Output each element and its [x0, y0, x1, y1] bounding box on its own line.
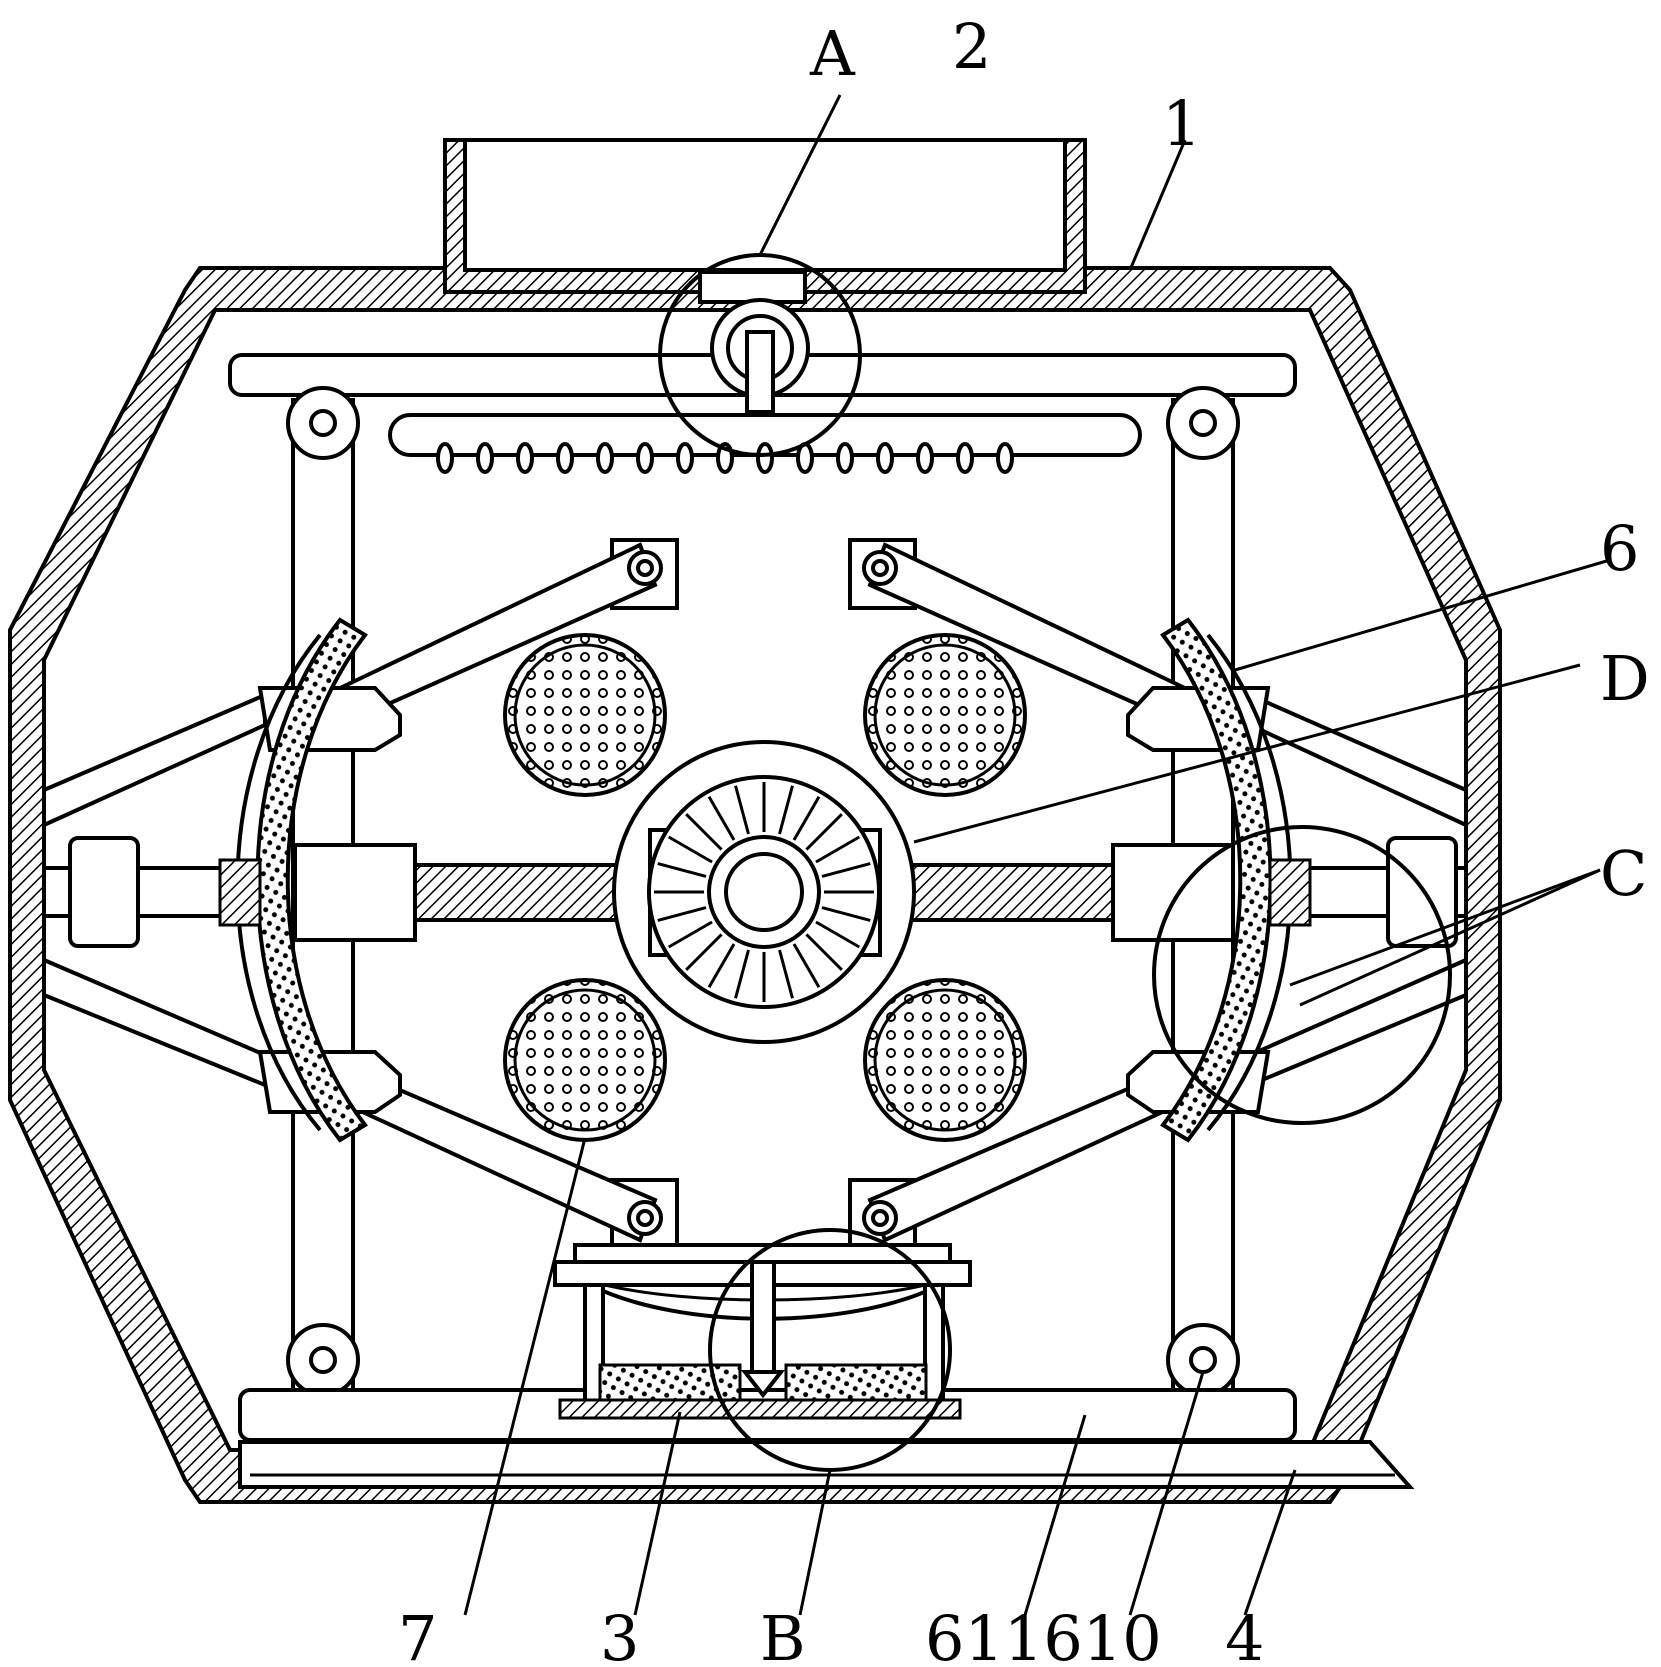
spray-nozzle — [956, 442, 974, 474]
feed-hopper — [443, 138, 1087, 294]
spray-nozzle — [556, 442, 574, 474]
mesh-discs — [503, 633, 1027, 1142]
rotor-spoke — [815, 835, 861, 864]
bottom-assembly — [553, 1228, 972, 1472]
rotor-spoke — [657, 862, 707, 878]
label-d: D — [1600, 642, 1650, 715]
spray-nozzle — [476, 442, 494, 474]
rotor-spoke — [805, 933, 843, 971]
label-4: 4 — [1225, 1602, 1264, 1667]
rotor-spoke — [792, 795, 821, 841]
spray-nozzle — [876, 442, 894, 474]
rotor-spoke — [815, 920, 861, 949]
rotor-spoke — [778, 949, 794, 999]
rotor-spoke — [821, 862, 871, 878]
central-rotor — [612, 740, 916, 1044]
reference-labels: A 2 1 6 D C 7 3 B 611610 4 — [398, 10, 1650, 1667]
label-6: 6 — [1600, 512, 1639, 585]
label-a: A — [809, 17, 856, 90]
spray-nozzle — [636, 442, 654, 474]
rotor-spoke — [707, 795, 736, 841]
leader-lines — [463, 94, 1611, 1616]
rotor-spoke — [734, 949, 750, 999]
discharge-chute — [238, 1440, 1415, 1489]
rotor-spoke — [685, 813, 723, 851]
spray-nozzle — [436, 442, 454, 474]
rotor-spoke — [734, 785, 750, 835]
label-2: 2 — [952, 10, 991, 83]
rotor-spoke — [667, 835, 713, 864]
rotor-spoke — [792, 943, 821, 989]
label-3: 3 — [600, 1602, 639, 1667]
label-1: 1 — [1162, 87, 1201, 160]
detail-a-assembly — [658, 253, 862, 457]
label-b: B — [760, 1602, 806, 1667]
spray-nozzle — [756, 442, 774, 474]
rotor-spoke — [778, 785, 794, 835]
spray-nozzle — [916, 442, 934, 474]
rotor-spoke — [707, 943, 736, 989]
label-c: C — [1600, 837, 1647, 910]
spray-nozzle — [596, 442, 614, 474]
label-7: 7 — [398, 1602, 437, 1667]
spray-nozzle — [996, 442, 1014, 474]
rotor-spoke — [685, 933, 723, 971]
rotor-spoke — [667, 920, 713, 949]
rotor-spoke — [821, 906, 871, 922]
spray-nozzle — [516, 442, 534, 474]
spray-nozzle — [676, 442, 694, 474]
rotor-spoke — [805, 813, 843, 851]
label-611610: 611610 — [925, 1602, 1162, 1667]
spray-nozzle — [836, 442, 854, 474]
rotor-spoke — [657, 906, 707, 922]
detail-c-circle — [1152, 825, 1452, 1125]
swing-arms — [257, 538, 1271, 1250]
